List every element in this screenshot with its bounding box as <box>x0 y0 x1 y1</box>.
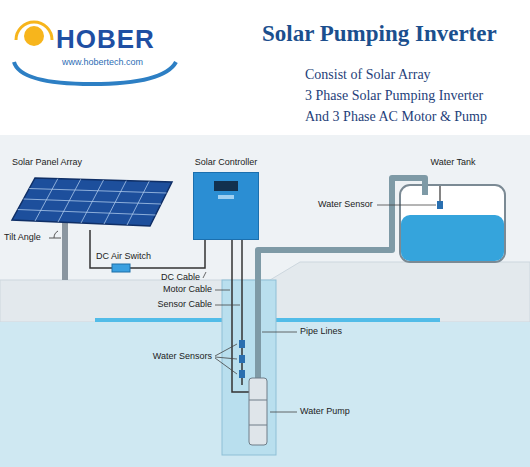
page-title: Solar Pumping Inverter <box>262 20 497 47</box>
tank-area: Water Tank <box>398 157 508 262</box>
part-label: Motor Cable <box>163 284 212 295</box>
logo-sun <box>24 26 44 46</box>
part-label: Tilt Angle <box>4 232 41 243</box>
panel-array-area: Solar Panel Array <box>8 157 180 230</box>
leader-line <box>215 344 237 356</box>
component-heading: Solar Controller <box>186 157 266 168</box>
tilt-angle-arc <box>54 231 58 238</box>
dc-cable <box>90 230 205 268</box>
header-band <box>0 0 530 135</box>
logo-wordmark: HOBER <box>56 24 155 54</box>
part-label: Sensor Cable <box>157 299 212 310</box>
tilt-angle-line <box>49 238 61 239</box>
part-label: Water Sensor <box>318 199 373 210</box>
sensor-cable <box>241 240 243 385</box>
tank-water <box>401 215 504 261</box>
leader-line <box>203 272 206 278</box>
leader-line <box>262 332 297 333</box>
water-tank <box>400 185 505 262</box>
controller-housing <box>193 172 259 240</box>
controller-keypad <box>218 195 234 199</box>
well-water-sensor <box>239 370 245 378</box>
panel-pole <box>62 222 68 280</box>
part-label: Water Sensors <box>153 351 212 362</box>
pump-band <box>249 400 267 401</box>
tank-sensor-wire <box>439 186 440 202</box>
controller-unit: Solar Controller <box>186 157 266 240</box>
dc-air-switch <box>112 264 130 272</box>
leader-line <box>215 358 237 374</box>
part-label: Water Pump <box>300 406 350 417</box>
part-label: DC Air Switch <box>96 251 151 262</box>
part-label: Pipe Lines <box>300 326 342 337</box>
well-water-sensor <box>239 355 245 363</box>
part-label: DC Cable <box>161 272 200 283</box>
pipe-line <box>258 178 425 378</box>
subtitle-line: And 3 Phase AC Motor & Pump <box>305 108 487 125</box>
sky-band <box>0 135 530 467</box>
leader-line <box>215 290 230 291</box>
panel-grid-line <box>127 181 149 225</box>
leader-line <box>215 305 240 306</box>
leader-line <box>270 412 297 413</box>
panel-grid <box>18 179 167 225</box>
panel-grid-line <box>81 180 104 223</box>
subtitle-line: 3 Phase Solar Pumping Inverter <box>305 87 483 104</box>
subtitle-line: Consist of Solar Array <box>305 66 431 83</box>
panel-grid-line <box>58 179 81 222</box>
panel-grid-line <box>35 179 58 221</box>
component-heading: Water Tank <box>398 157 508 168</box>
water-pump <box>249 378 267 445</box>
leader-line <box>215 357 237 359</box>
panel-grid-line <box>104 181 126 224</box>
solar-panel <box>12 178 172 226</box>
logo-url: www.hobertech.com <box>62 57 143 68</box>
well-water-sensor <box>239 340 245 348</box>
component-heading: Solar Panel Array <box>8 157 180 168</box>
logo-sun-arc <box>16 22 52 40</box>
leader-line <box>377 205 436 206</box>
tank-water-sensor <box>437 201 443 209</box>
borehole <box>222 280 276 455</box>
motor-cable <box>232 240 249 392</box>
controller-display <box>214 181 238 191</box>
pump-band <box>249 425 267 426</box>
